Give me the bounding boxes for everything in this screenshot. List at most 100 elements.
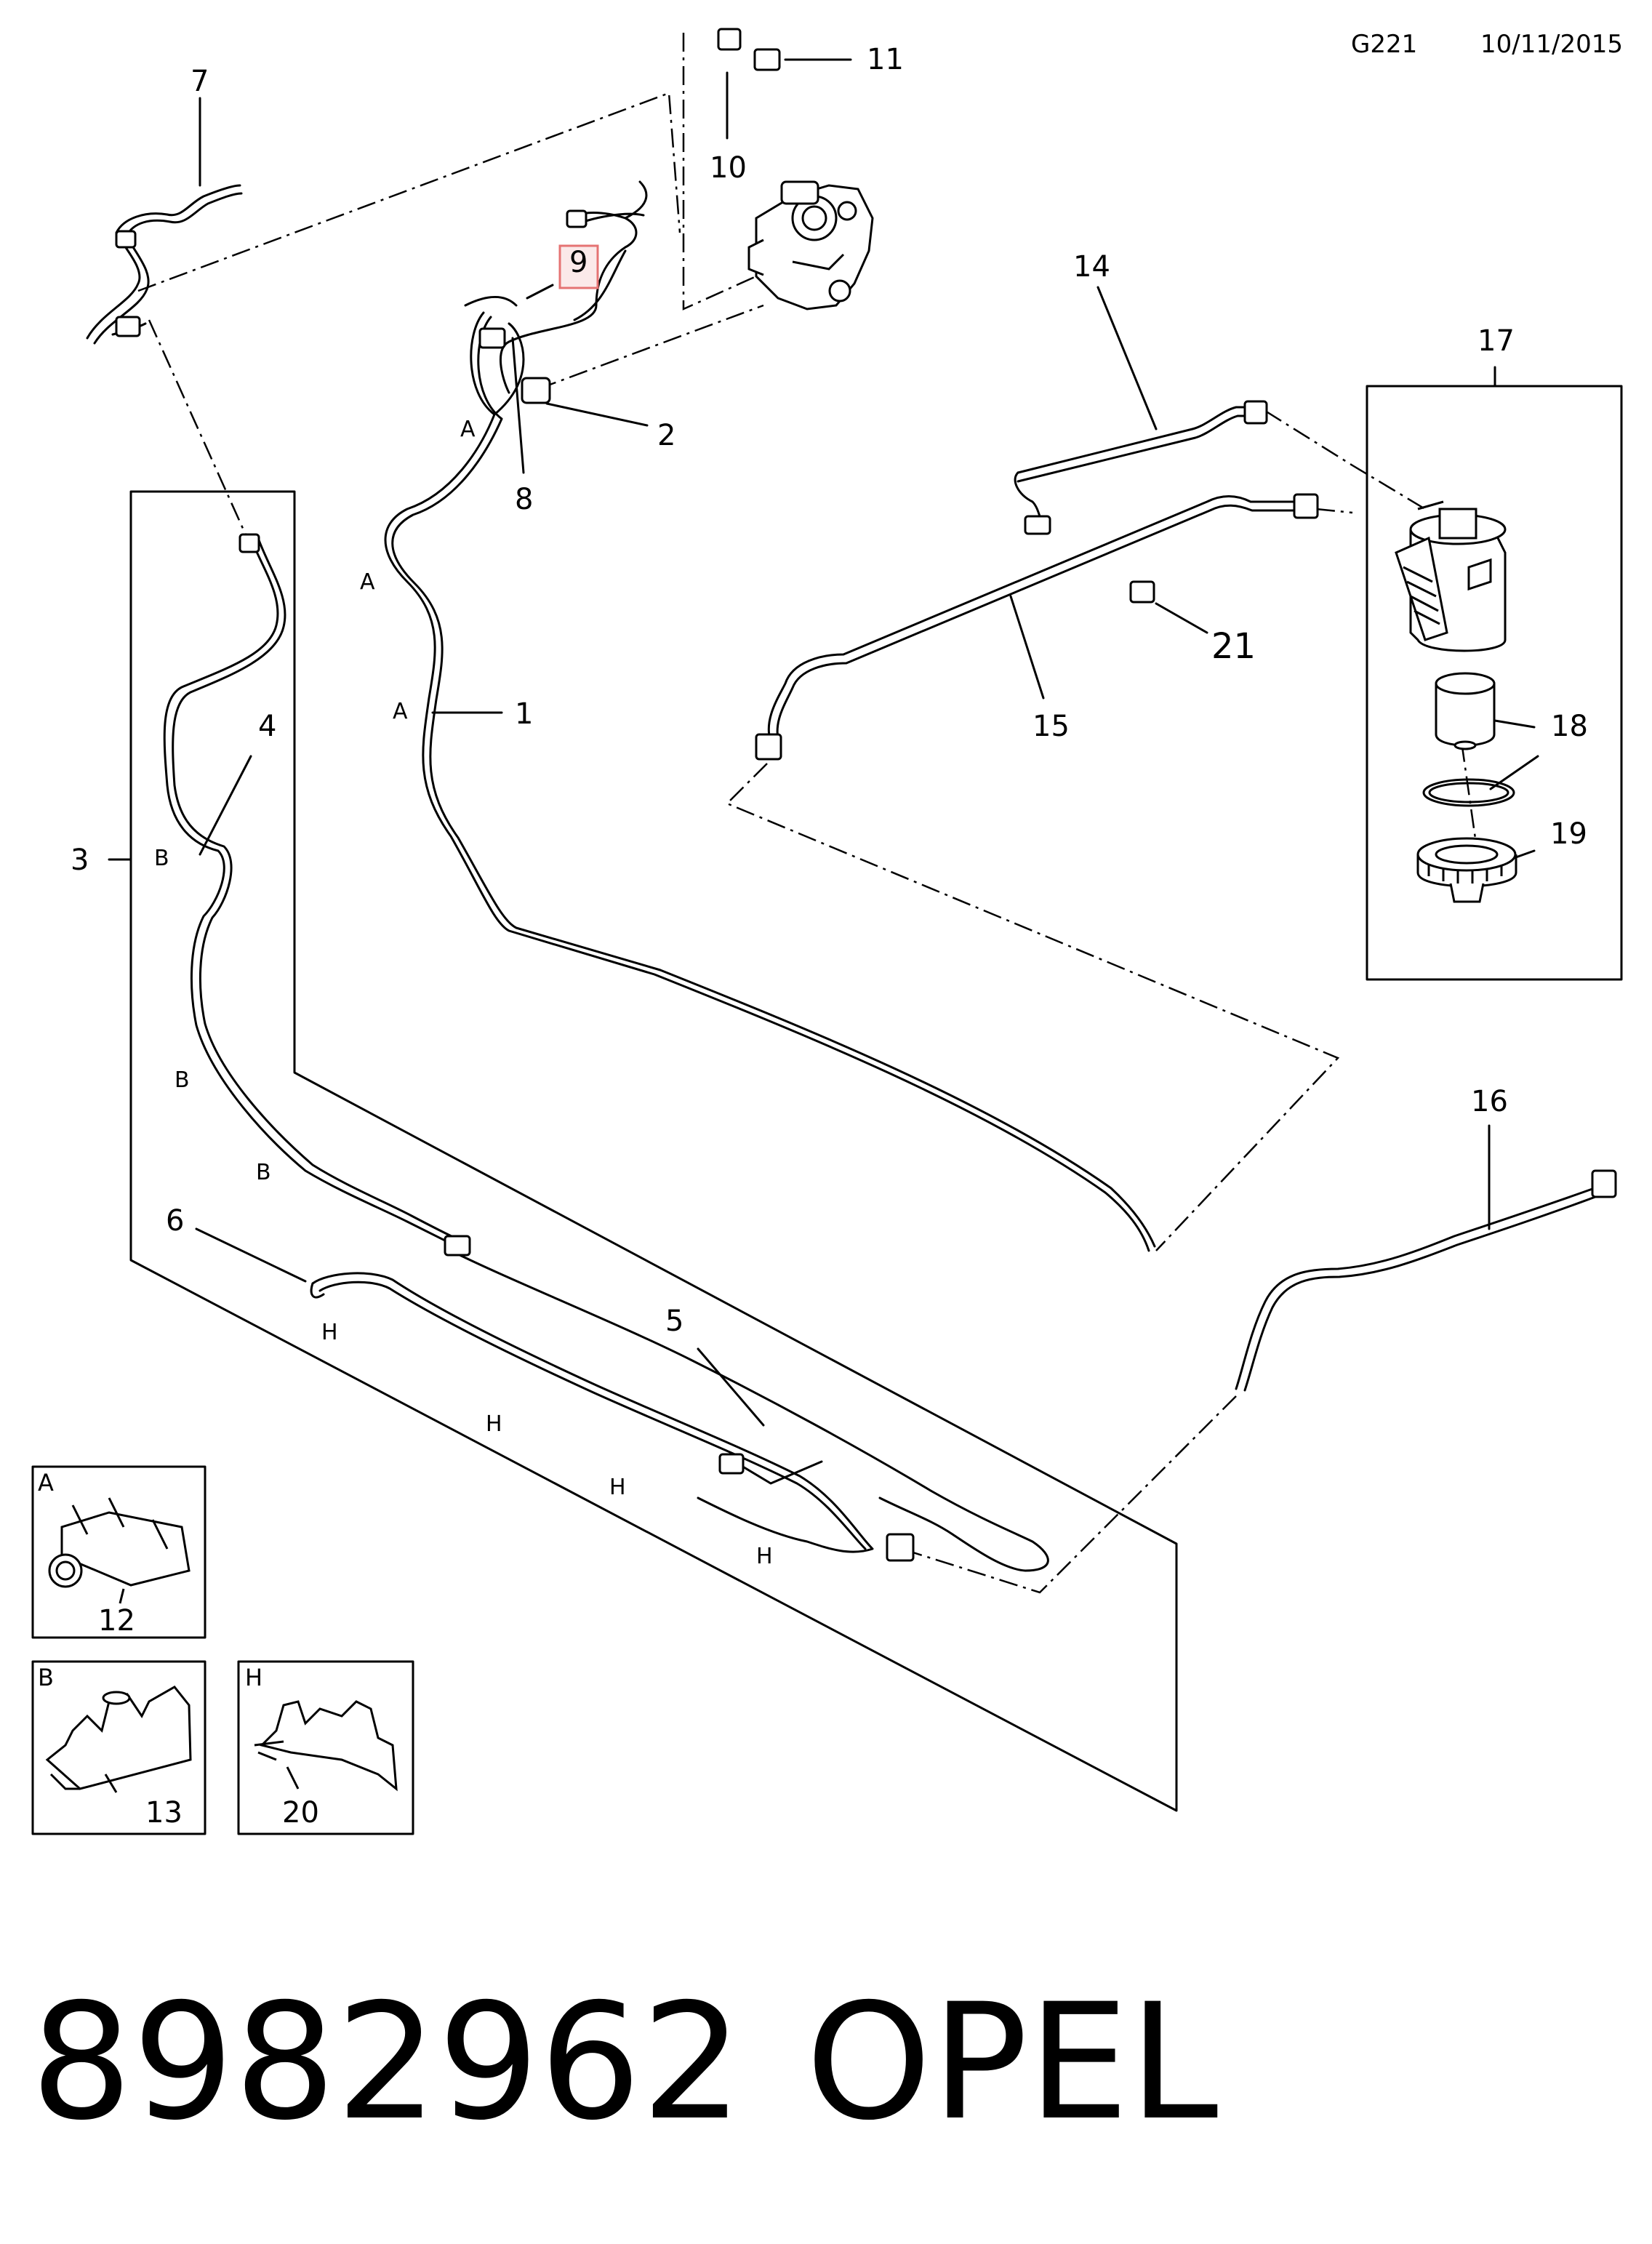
callout-17: 17 — [1477, 324, 1515, 358]
route-line-14-17 — [1264, 409, 1426, 510]
leader-5 — [697, 1347, 765, 1427]
connector-6 — [886, 1533, 915, 1562]
fuel-pump — [747, 180, 874, 310]
callout-8: 8 — [515, 483, 533, 516]
connector-7-upper — [115, 230, 137, 249]
inset-h-leader — [286, 1766, 300, 1790]
pipe-7 — [86, 184, 241, 340]
highlight-box-9 — [558, 244, 599, 289]
leader-2 — [545, 402, 649, 427]
connector-2 — [521, 377, 551, 404]
callout-5: 5 — [665, 1305, 683, 1338]
connector-1-upper — [478, 327, 506, 349]
connector-7-lower — [115, 316, 141, 337]
diagram-code: G221 — [1351, 30, 1417, 59]
fuel-filter-housing — [1395, 500, 1507, 652]
inset-box-h — [237, 1660, 414, 1835]
inset-b-clip-drawing — [45, 1686, 192, 1790]
callout-3: 3 — [71, 843, 89, 877]
pipe-15 — [767, 495, 1303, 743]
leader-18b — [1489, 755, 1539, 790]
connector-15-right — [1293, 493, 1319, 519]
pipe-14 — [1017, 406, 1259, 474]
leader-21 — [1155, 602, 1208, 634]
inset-b-letter: B — [38, 1664, 54, 1691]
inset-box-a — [31, 1465, 206, 1639]
clip-letter-h-2: H — [486, 1411, 502, 1437]
clip-letter-h-3: H — [609, 1475, 626, 1500]
route-line-15-1 — [725, 763, 1340, 1251]
inset-b-number: 13 — [145, 1796, 183, 1830]
inset-box-b — [31, 1660, 206, 1835]
clip-letter-a-3: A — [393, 699, 408, 724]
pipe-5 — [449, 1249, 1049, 1572]
clip-letter-a-2: A — [360, 569, 375, 595]
route-line-10 — [682, 33, 757, 310]
route-line-15-17 — [1315, 508, 1353, 514]
connector-14-right — [1243, 400, 1268, 425]
filter-cap-19 — [1416, 837, 1517, 903]
leader-9 — [526, 284, 554, 300]
filter-element-18 — [1435, 672, 1496, 750]
callout-18: 18 — [1551, 710, 1588, 743]
connector-14-left — [1024, 515, 1051, 535]
callout-9: 9 — [569, 246, 588, 279]
pipe-16 — [1235, 1173, 1611, 1390]
callout-15: 15 — [1032, 710, 1070, 743]
connector-4-top — [238, 533, 260, 553]
callout-11: 11 — [867, 43, 904, 76]
route-line-16 — [901, 1395, 1237, 1594]
callout-2: 2 — [657, 419, 675, 452]
route-line-2 — [537, 304, 764, 390]
o-ring — [1422, 778, 1515, 807]
pipe-4 — [163, 537, 467, 1252]
callout-7: 7 — [191, 65, 209, 98]
clip-letter-b-2: B — [175, 1067, 190, 1093]
clip-letter-b-3: B — [256, 1160, 271, 1185]
clip-letter-h-1: H — [321, 1320, 338, 1345]
callout-21: 21 — [1211, 626, 1256, 667]
inset-a-letter: A — [38, 1469, 54, 1496]
inset-h-letter: H — [245, 1664, 262, 1691]
connector-16 — [1591, 1169, 1617, 1198]
group-3-frame — [129, 490, 1178, 1812]
connector-15-left — [755, 733, 782, 761]
connector-11 — [753, 48, 781, 71]
leader-18 — [1489, 718, 1536, 729]
leader-6 — [195, 1227, 307, 1283]
callout-6: 6 — [166, 1204, 184, 1238]
callout-10: 10 — [710, 151, 747, 185]
pipe-6 — [311, 1272, 874, 1553]
inset-h-clip-drawing — [254, 1700, 398, 1792]
brand-name: OPEL — [806, 1969, 1218, 2155]
connector-pump-loop — [566, 209, 588, 228]
leader-14 — [1096, 286, 1158, 430]
inset-h-number: 20 — [282, 1796, 319, 1830]
clip-letter-h-4: H — [756, 1544, 773, 1569]
connector-10 — [717, 28, 742, 51]
connector-5 — [718, 1453, 745, 1475]
callout-1: 1 — [515, 697, 533, 731]
pipe-connectors — [115, 28, 1617, 1562]
clip-letter-a-1: A — [460, 417, 476, 442]
callout-14: 14 — [1073, 250, 1110, 284]
inset-a-number: 12 — [98, 1604, 135, 1638]
inset-a-leader — [119, 1588, 125, 1604]
route-line-7-to-4 — [148, 319, 249, 539]
inset-b-leader — [104, 1774, 118, 1793]
callout-4: 4 — [258, 710, 276, 743]
diagram-date: 10/11/2015 — [1480, 30, 1623, 59]
clip-letter-b-1: B — [154, 846, 169, 871]
callout-19: 19 — [1550, 817, 1587, 851]
connector-21 — [1129, 580, 1155, 604]
leader-8 — [511, 337, 525, 474]
leader-4 — [199, 755, 252, 856]
leader-15 — [1009, 595, 1045, 700]
part-number: 8982962 — [31, 1969, 743, 2155]
inset-a-clip-drawing — [48, 1497, 191, 1588]
pipe-1 — [384, 311, 1150, 1252]
callout-16: 16 — [1471, 1085, 1508, 1118]
connector-5-left — [444, 1235, 471, 1257]
